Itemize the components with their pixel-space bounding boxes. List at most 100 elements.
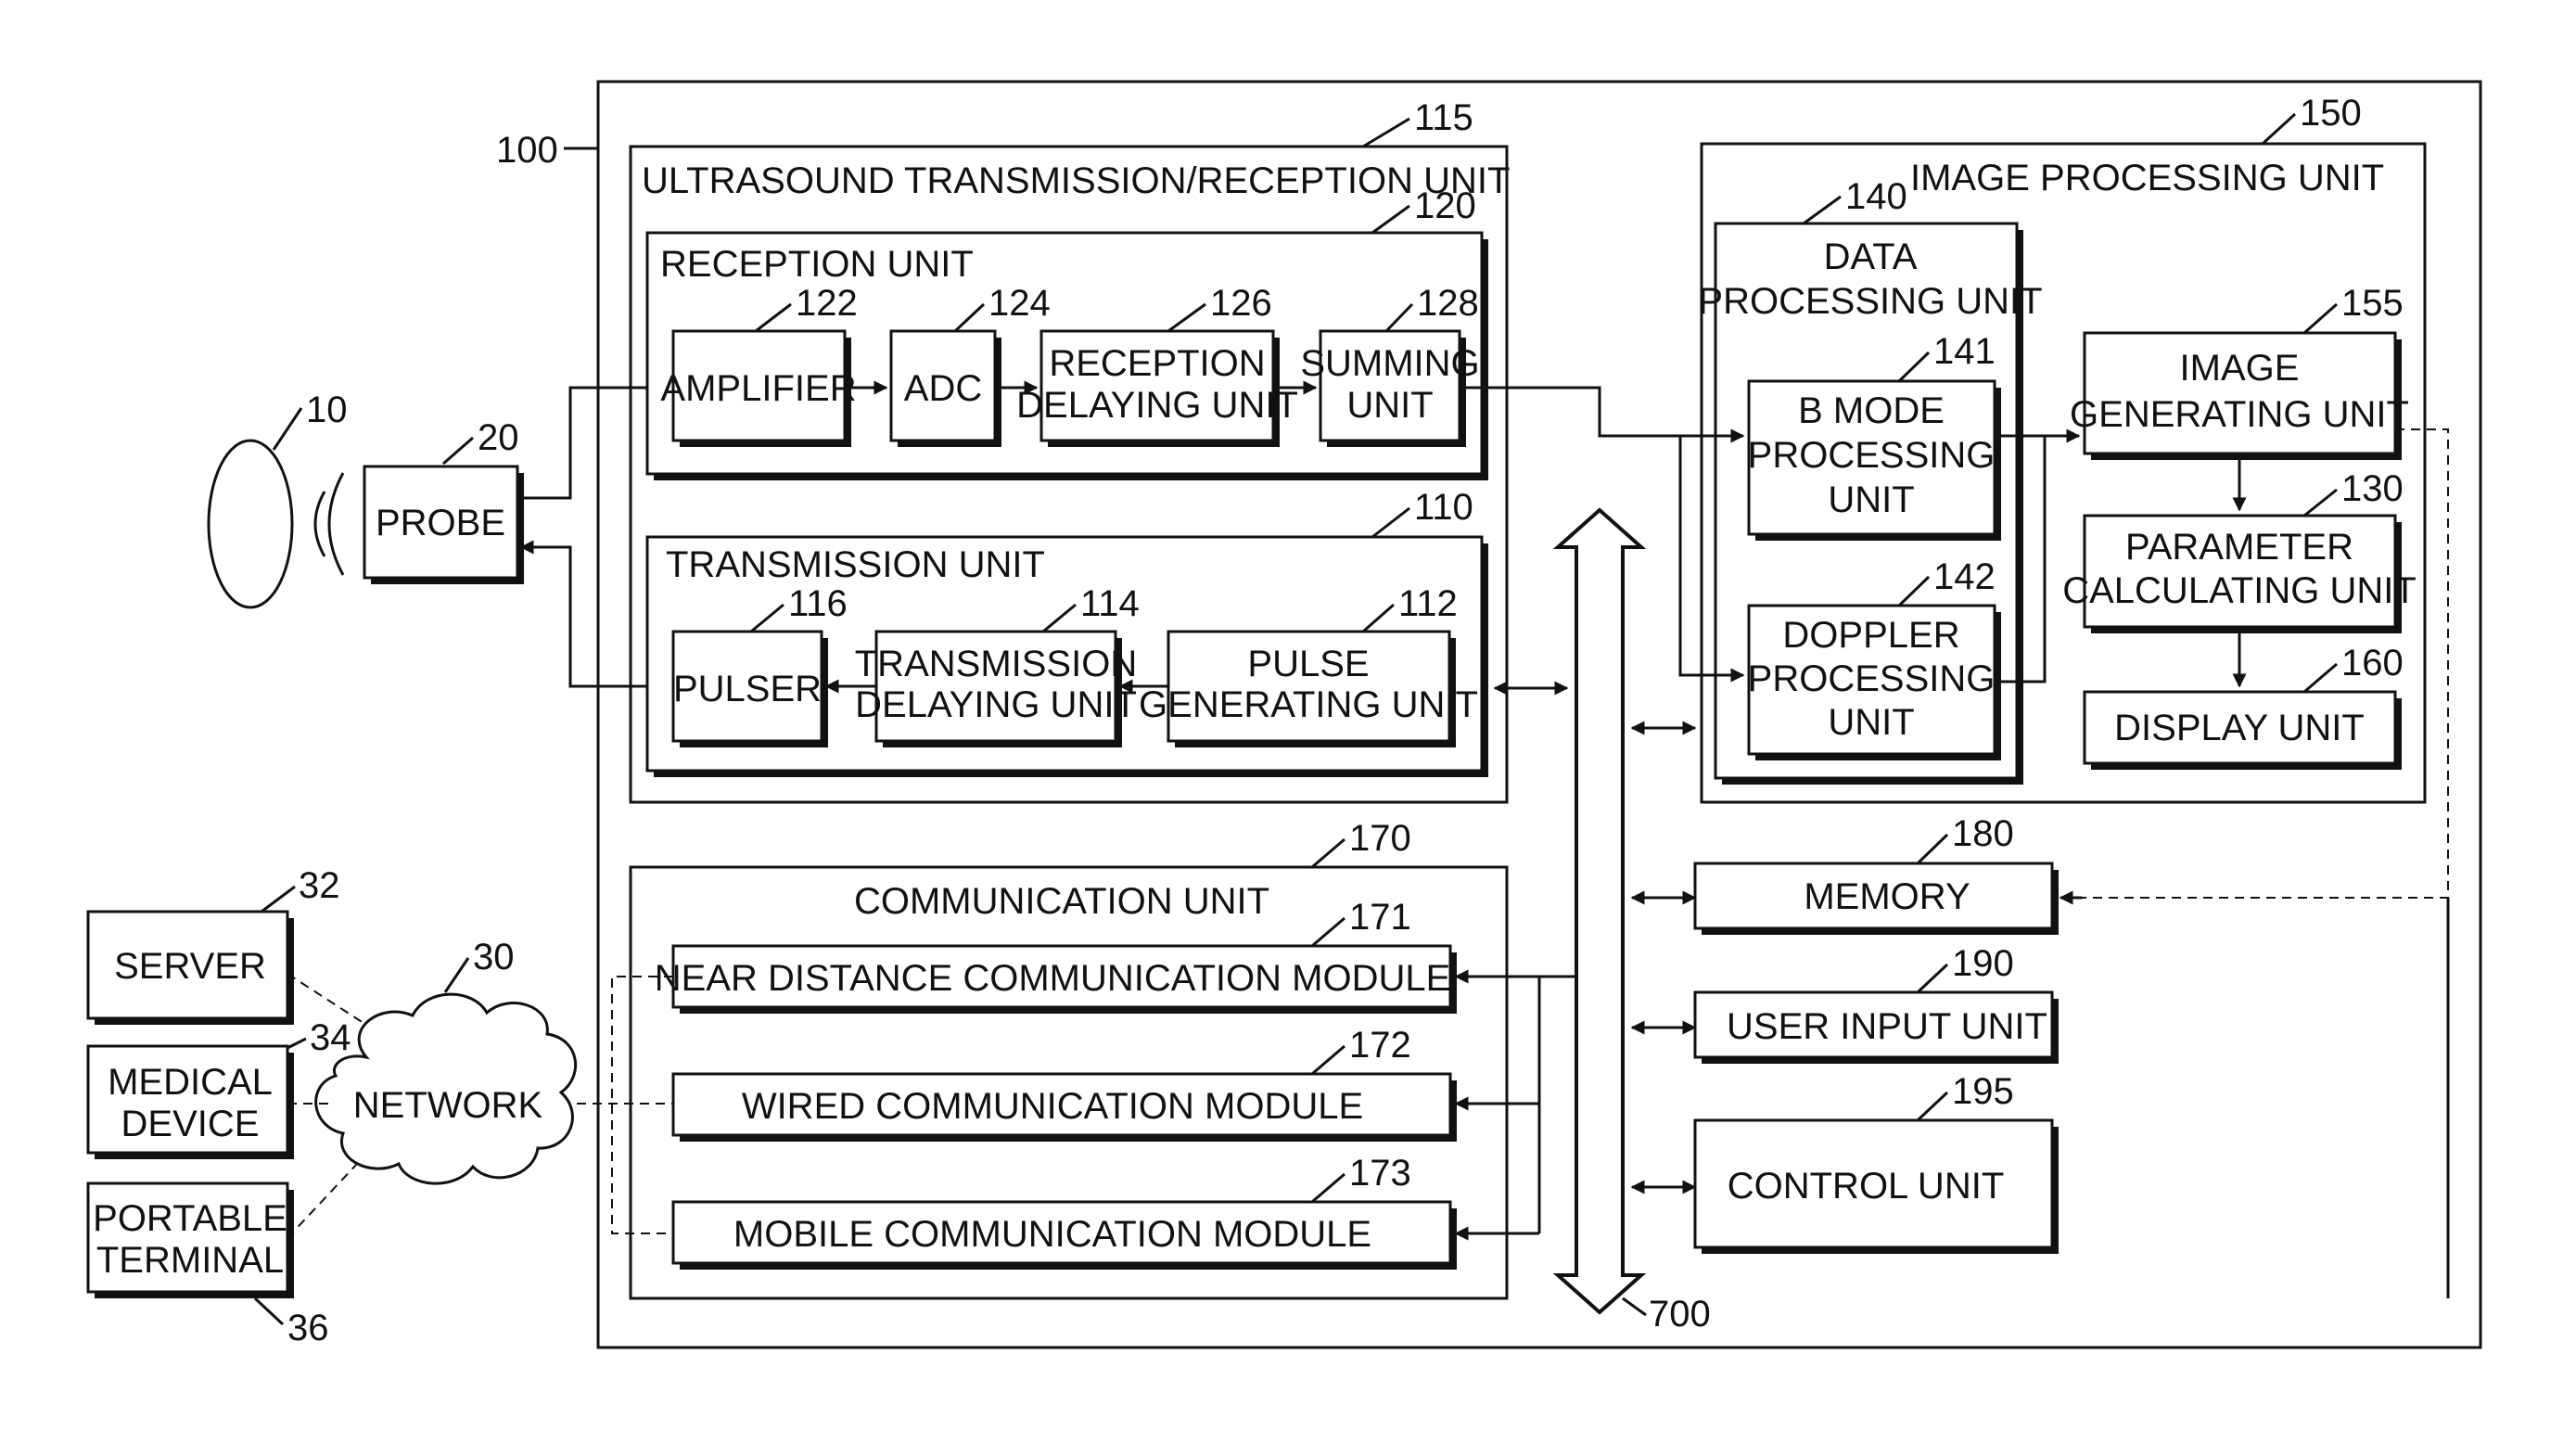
portable-terminal-label-1: PORTABLE <box>93 1198 287 1239</box>
us-unit-label: ULTRASOUND TRANSMISSION/RECEPTION UNIT <box>642 160 1510 201</box>
user-input-ref-leader <box>1918 964 1947 992</box>
transmission-delaying-label-1: TRANSMISSION <box>855 644 1137 684</box>
server-ref-leader <box>261 887 295 912</box>
network-ref-leader <box>445 958 468 992</box>
portable-terminal-ref-leader <box>255 1298 283 1324</box>
user-input-label: USER INPUT UNIT <box>1727 1006 2047 1047</box>
us-unit-ref-leader <box>1363 119 1409 147</box>
adc-ref: 124 <box>988 283 1051 324</box>
bus-ref-leader <box>1623 1298 1646 1315</box>
image-processing-label: IMAGE PROCESSING UNIT <box>1910 158 2384 198</box>
transmission-delaying-label-2: DELAYING UNIT <box>855 684 1137 725</box>
image-processing-ref: 150 <box>2300 93 2362 134</box>
wired-comm-label: WIRED COMMUNICATION MODULE <box>742 1086 1363 1127</box>
display-ref-leader <box>2304 664 2337 692</box>
probe-ref: 20 <box>478 417 519 458</box>
image-generating-ref-leader <box>2304 304 2337 333</box>
transmission-delaying-ref: 114 <box>1080 583 1140 624</box>
image-generating-label-1: IMAGE <box>2180 348 2300 389</box>
doppler-ref: 142 <box>1933 556 1996 597</box>
pulse-generating-ref: 112 <box>1398 583 1458 624</box>
near-comm-ref: 171 <box>1349 897 1411 938</box>
object-ref-leader <box>274 408 301 450</box>
display-label: DISPLAY UNIT <box>2114 708 2365 748</box>
summing-label-1: SUMMING <box>1300 343 1479 384</box>
reception-delaying-ref: 126 <box>1210 283 1272 324</box>
parameter-calc-ref: 130 <box>2341 468 2404 509</box>
image-generating-ref: 155 <box>2341 283 2404 324</box>
reception-unit-ref: 120 <box>1414 185 1476 226</box>
server-ref: 32 <box>299 865 340 906</box>
doppler-label-2: PROCESSING <box>1748 658 1996 699</box>
transmission-unit-ref: 110 <box>1414 487 1473 528</box>
object-ellipse <box>209 441 292 607</box>
wired-comm-ref: 172 <box>1349 1025 1411 1066</box>
pulse-generating-label-2: GENERATING UNIT <box>1139 684 1478 725</box>
parameter-calc-label-2: CALCULATING UNIT <box>2062 570 2417 611</box>
reception-unit-label: RECEPTION UNIT <box>660 244 974 285</box>
data-processing-ref-leader <box>1804 197 1841 224</box>
communication-ref: 170 <box>1349 818 1411 859</box>
image-processing-ref-leader <box>2263 114 2295 144</box>
portable-network-dashed <box>287 1164 357 1238</box>
mobile-comm-label: MOBILE COMMUNICATION MODULE <box>733 1214 1371 1255</box>
control-label: CONTROL UNIT <box>1728 1166 2005 1207</box>
data-processing-label-1: DATA <box>1824 236 1918 277</box>
server-label: SERVER <box>114 946 266 987</box>
doppler-label-3: UNIT <box>1828 702 1914 743</box>
probe-label: PROBE <box>376 503 505 543</box>
wave-icon-outer <box>329 473 343 575</box>
pulser-label: PULSER <box>673 669 822 709</box>
doppler-label-1: DOPPLER <box>1782 615 1959 656</box>
display-ref: 160 <box>2341 643 2404 683</box>
near-comm-ref-leader <box>1312 918 1345 946</box>
data-processing-label-2: PROCESSING UNIT <box>1698 281 2042 322</box>
near-comm-label: NEAR DISTANCE COMMUNICATION MODULE <box>655 958 1451 999</box>
parameter-calc-label-1: PARAMETER <box>2125 527 2353 568</box>
summing-label-2: UNIT <box>1346 385 1433 426</box>
mobile-comm-ref: 173 <box>1349 1153 1411 1194</box>
adc-label: ADC <box>904 368 982 409</box>
bus-arrow <box>1558 510 1641 1312</box>
control-ref: 195 <box>1952 1071 2014 1112</box>
b-mode-ref: 141 <box>1933 331 1996 372</box>
wired-comm-ref-leader <box>1312 1046 1345 1074</box>
medical-device-label-2: DEVICE <box>121 1104 260 1144</box>
amplifier-ref: 122 <box>796 283 858 324</box>
reception-delaying-label-1: RECEPTION <box>1049 343 1265 384</box>
memory-label: MEMORY <box>1804 876 1970 917</box>
b-mode-label-3: UNIT <box>1828 479 1914 520</box>
medical-device-ref-leader <box>287 1039 306 1048</box>
system-ref: 100 <box>496 130 558 171</box>
user-input-ref: 190 <box>1952 943 2014 984</box>
bus-ref: 700 <box>1649 1294 1711 1335</box>
b-mode-label-1: B MODE <box>1798 390 1945 431</box>
network-to-comm-dashed-bracket <box>612 977 673 1233</box>
pulse-generating-label-1: PULSE <box>1247 644 1369 684</box>
transmission-unit-ref-leader <box>1372 508 1409 537</box>
data-processing-ref: 140 <box>1845 176 1907 217</box>
mobile-comm-ref-leader <box>1312 1174 1345 1202</box>
medical-device-label-1: MEDICAL <box>108 1062 273 1103</box>
summing-ref: 128 <box>1417 283 1479 324</box>
control-ref-leader <box>1918 1092 1947 1120</box>
object-ref: 10 <box>306 390 348 430</box>
pulser-ref: 116 <box>788 583 848 624</box>
us-unit-ref: 115 <box>1414 97 1473 138</box>
reception-delaying-label-2: DELAYING UNIT <box>1016 385 1298 426</box>
communication-label: COMMUNICATION UNIT <box>854 881 1269 922</box>
portable-terminal-label-2: TERMINAL <box>96 1240 284 1281</box>
image-generating-label-2: GENERATING UNIT <box>2070 394 2409 435</box>
medical-device-ref: 34 <box>310 1017 351 1058</box>
b-mode-label-2: PROCESSING <box>1748 435 1996 476</box>
probe-ref-leader <box>443 438 473 464</box>
parameter-calc-ref-leader <box>2304 490 2337 516</box>
network-ref: 30 <box>473 937 515 977</box>
network-label: NETWORK <box>353 1085 543 1126</box>
reception-unit-ref-leader <box>1372 206 1409 233</box>
memory-ref: 180 <box>1952 813 2014 854</box>
portable-terminal-ref: 36 <box>287 1308 329 1348</box>
amplifier-label: AMPLIFIER <box>660 368 856 409</box>
wave-icon-inner <box>315 492 325 556</box>
